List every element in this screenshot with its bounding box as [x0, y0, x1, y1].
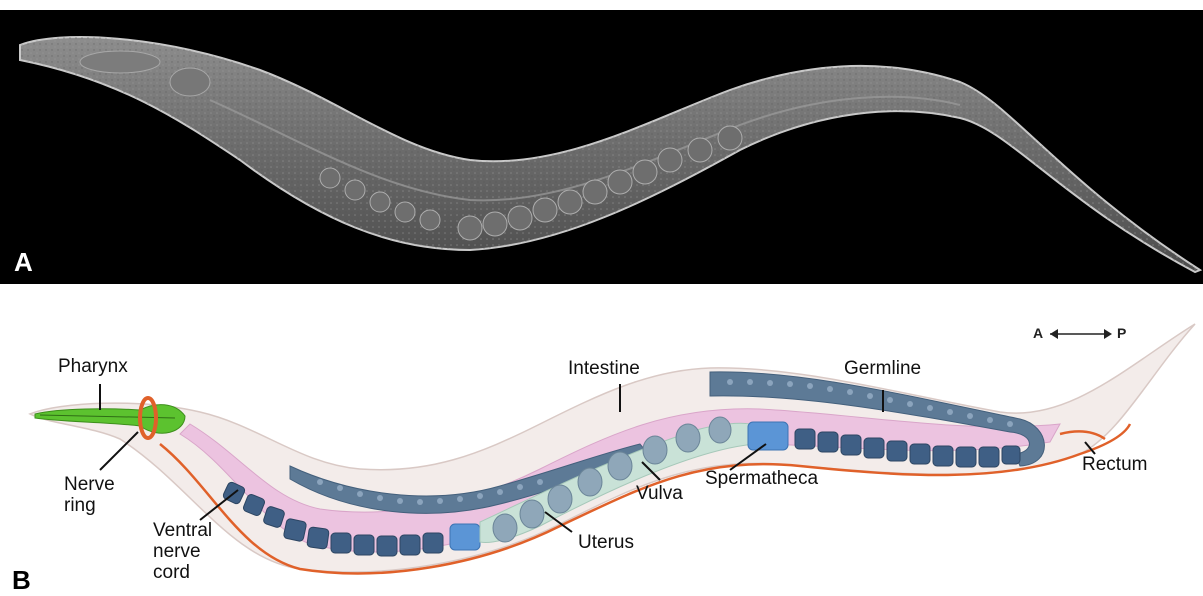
pharynx-label: Pharynx — [58, 356, 128, 377]
ventral-nerve-cord-label-2: nerve — [153, 541, 201, 562]
ventral-nerve-cord-label-1: Ventral — [153, 520, 212, 541]
nerve-ring-label-1: Nerve — [64, 474, 115, 495]
vulva-label: Vulva — [636, 483, 683, 504]
uterus-label: Uterus — [578, 532, 634, 553]
spermatheca-anterior — [450, 524, 480, 550]
panel-label-b: B — [12, 565, 31, 596]
anterior-axis-label: A — [1033, 325, 1043, 341]
nerve-ring-label-2: ring — [64, 495, 96, 516]
spermatheca-label: Spermatheca — [705, 468, 818, 489]
micrograph-panel: A — [0, 10, 1203, 284]
intestine-label: Intestine — [568, 358, 640, 379]
axis-arrow — [1050, 329, 1112, 339]
panel-label-a: A — [14, 247, 33, 278]
spermatheca-posterior — [748, 422, 788, 450]
ventral-nerve-cord-label-3: cord — [153, 562, 190, 583]
rectum-label: Rectum — [1082, 454, 1147, 475]
germline-label: Germline — [844, 358, 921, 379]
posterior-axis-label: P — [1117, 325, 1126, 341]
worm-micrograph — [0, 10, 1203, 284]
schematic-panel: A P Pharynx Nerve ring Ventral nerve cor… — [0, 294, 1203, 594]
